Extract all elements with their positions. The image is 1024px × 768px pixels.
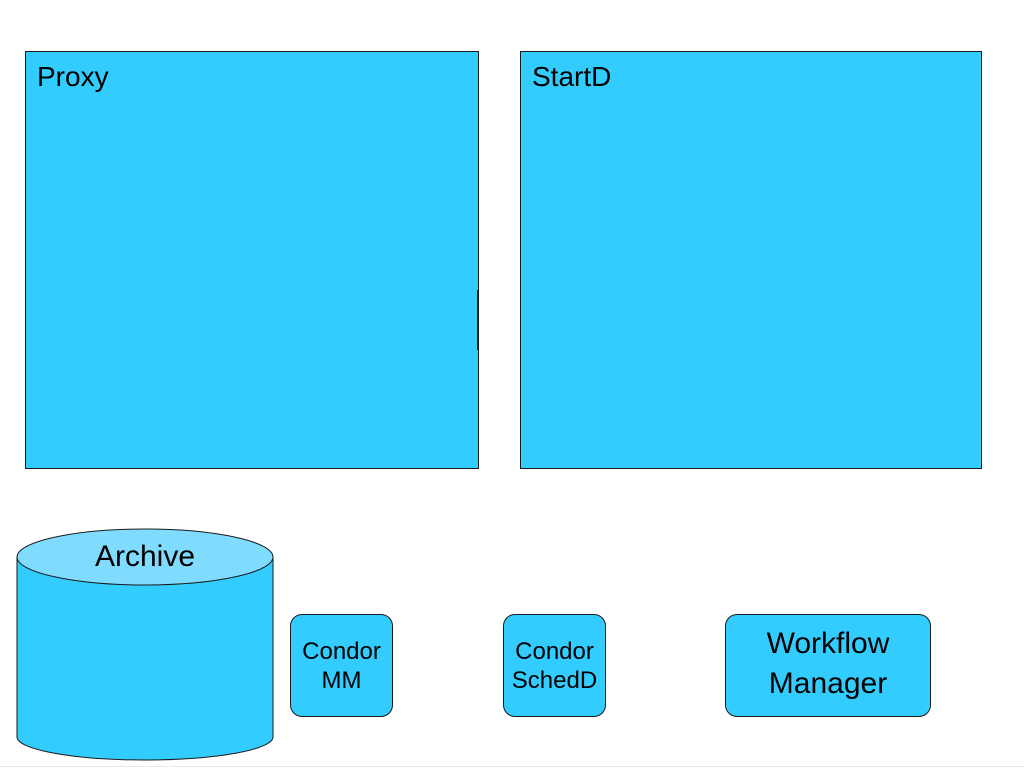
bottom-divider <box>0 766 1024 767</box>
startd-label: StartD <box>532 61 612 92</box>
condor-mm-label-line2: MM <box>321 666 362 694</box>
condor-mm-label-line1: Condor <box>302 637 381 665</box>
proxy-edge-mark <box>477 290 478 350</box>
condor-schedd-label-line2: SchedD <box>511 666 598 694</box>
condor-mm-node: Condor MM <box>290 614 393 717</box>
workflow-manager-node: Workflow Manager <box>725 614 931 717</box>
archive-cylinder-top <box>16 528 274 586</box>
archive-label: Archive <box>94 540 196 573</box>
workflow-manager-label-line1: Workflow <box>766 626 890 660</box>
condor-schedd-label-line1: Condor <box>515 637 594 665</box>
proxy-container: Proxy <box>25 51 479 469</box>
condor-schedd-node: Condor SchedD <box>503 614 606 717</box>
startd-container: StartD <box>520 51 982 469</box>
proxy-label: Proxy <box>37 61 109 92</box>
archive-cylinder-body <box>16 556 274 761</box>
workflow-manager-label-line2: Manager <box>768 666 888 700</box>
